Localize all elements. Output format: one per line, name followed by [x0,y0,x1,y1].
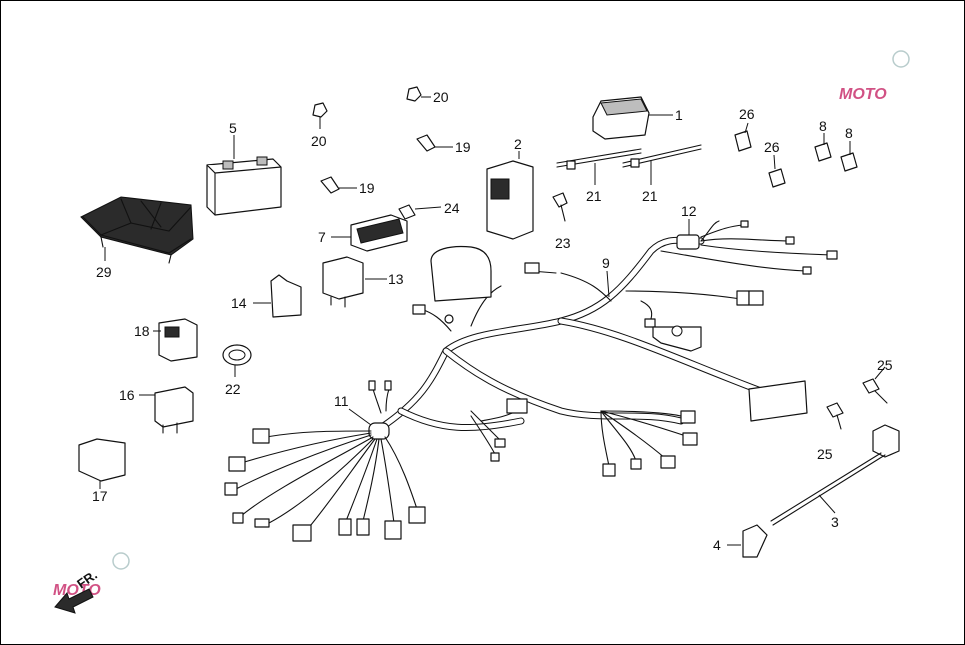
part-26-fuse-b: 26 [764,139,786,188]
label-12: 12 [681,203,697,219]
part-12-label: 12 [681,203,697,235]
label-24: 24 [444,200,460,216]
label-25a: 25 [877,357,893,373]
part-13-flasher-relay: 13 [322,256,404,308]
label-26b: 26 [764,139,780,155]
part-25-bolt-b: 25 [817,402,844,462]
part-14-clip: 14 [231,274,302,318]
part-24-bolt: 24 [398,200,460,220]
part-9-label: 9 [602,255,610,298]
label-21a: 21 [586,188,602,204]
part-18-starter-relay: 18 [134,318,198,362]
part-19-bolt-a: 19 [416,134,471,155]
part-22-hose-clamp: 22 [222,344,252,397]
label-18: 18 [134,323,150,339]
label-8a: 8 [819,118,827,134]
part-21-cable-tie-b: 21 [622,144,702,204]
part-19-bolt-b: 19 [320,176,375,196]
part-2-cdi-unit: 2 [486,136,534,240]
main-wiring-harness [368,220,838,477]
label-11: 11 [334,393,349,409]
label-25b: 25 [817,446,833,462]
svg-text:MOTO: MOTO [839,86,887,103]
part-20-nut-a: 20 [311,102,328,149]
part-21-cable-tie-a: 21 [556,148,642,204]
label-21b: 21 [642,188,658,204]
sub-wiring-harness [224,422,426,542]
label-13: 13 [388,271,404,287]
label-22: 22 [225,381,241,397]
part-11-label: 11 [334,393,372,426]
label-19b: 19 [359,180,375,196]
label-17: 17 [92,488,108,504]
part-4-spark-plug-cap: 4 [713,524,768,558]
label-23: 23 [555,235,571,251]
label-1: 1 [675,107,683,123]
part-26-fuse-a: 26 [734,106,755,152]
part-29-battery-tray: 29 [80,196,194,280]
label-4: 4 [713,537,721,553]
part-8-fuse-b: 8 [840,125,858,172]
label-5: 5 [229,120,237,136]
watermark-top-right: MOTO [839,50,910,103]
part-25-bolt-a: 25 [862,357,893,404]
label-16: 16 [119,387,135,403]
part-20-nut-b: 20 [406,86,449,105]
part-7-regulator-rectifier: 7 [318,214,408,252]
part-16-relay: 16 [119,386,194,434]
label-20b: 20 [433,89,449,105]
label-29: 29 [96,264,112,280]
part-5-battery: 5 [206,120,282,216]
label-14: 14 [231,295,247,311]
part-23-bolt: 23 [552,192,571,251]
label-2: 2 [514,136,522,152]
part-3-ignition-coil: 3 [770,424,900,530]
part-1-fuse-box-cover: 1 [592,96,683,140]
label-7: 7 [318,229,326,245]
label-26a: 26 [739,106,755,122]
part-17-connector: 17 [78,438,126,504]
label-3: 3 [831,514,839,530]
label-19a: 19 [455,139,471,155]
part-8-fuse-a: 8 [814,118,832,162]
label-20a: 20 [311,133,327,149]
label-9: 9 [602,255,610,271]
label-8b: 8 [845,125,853,141]
